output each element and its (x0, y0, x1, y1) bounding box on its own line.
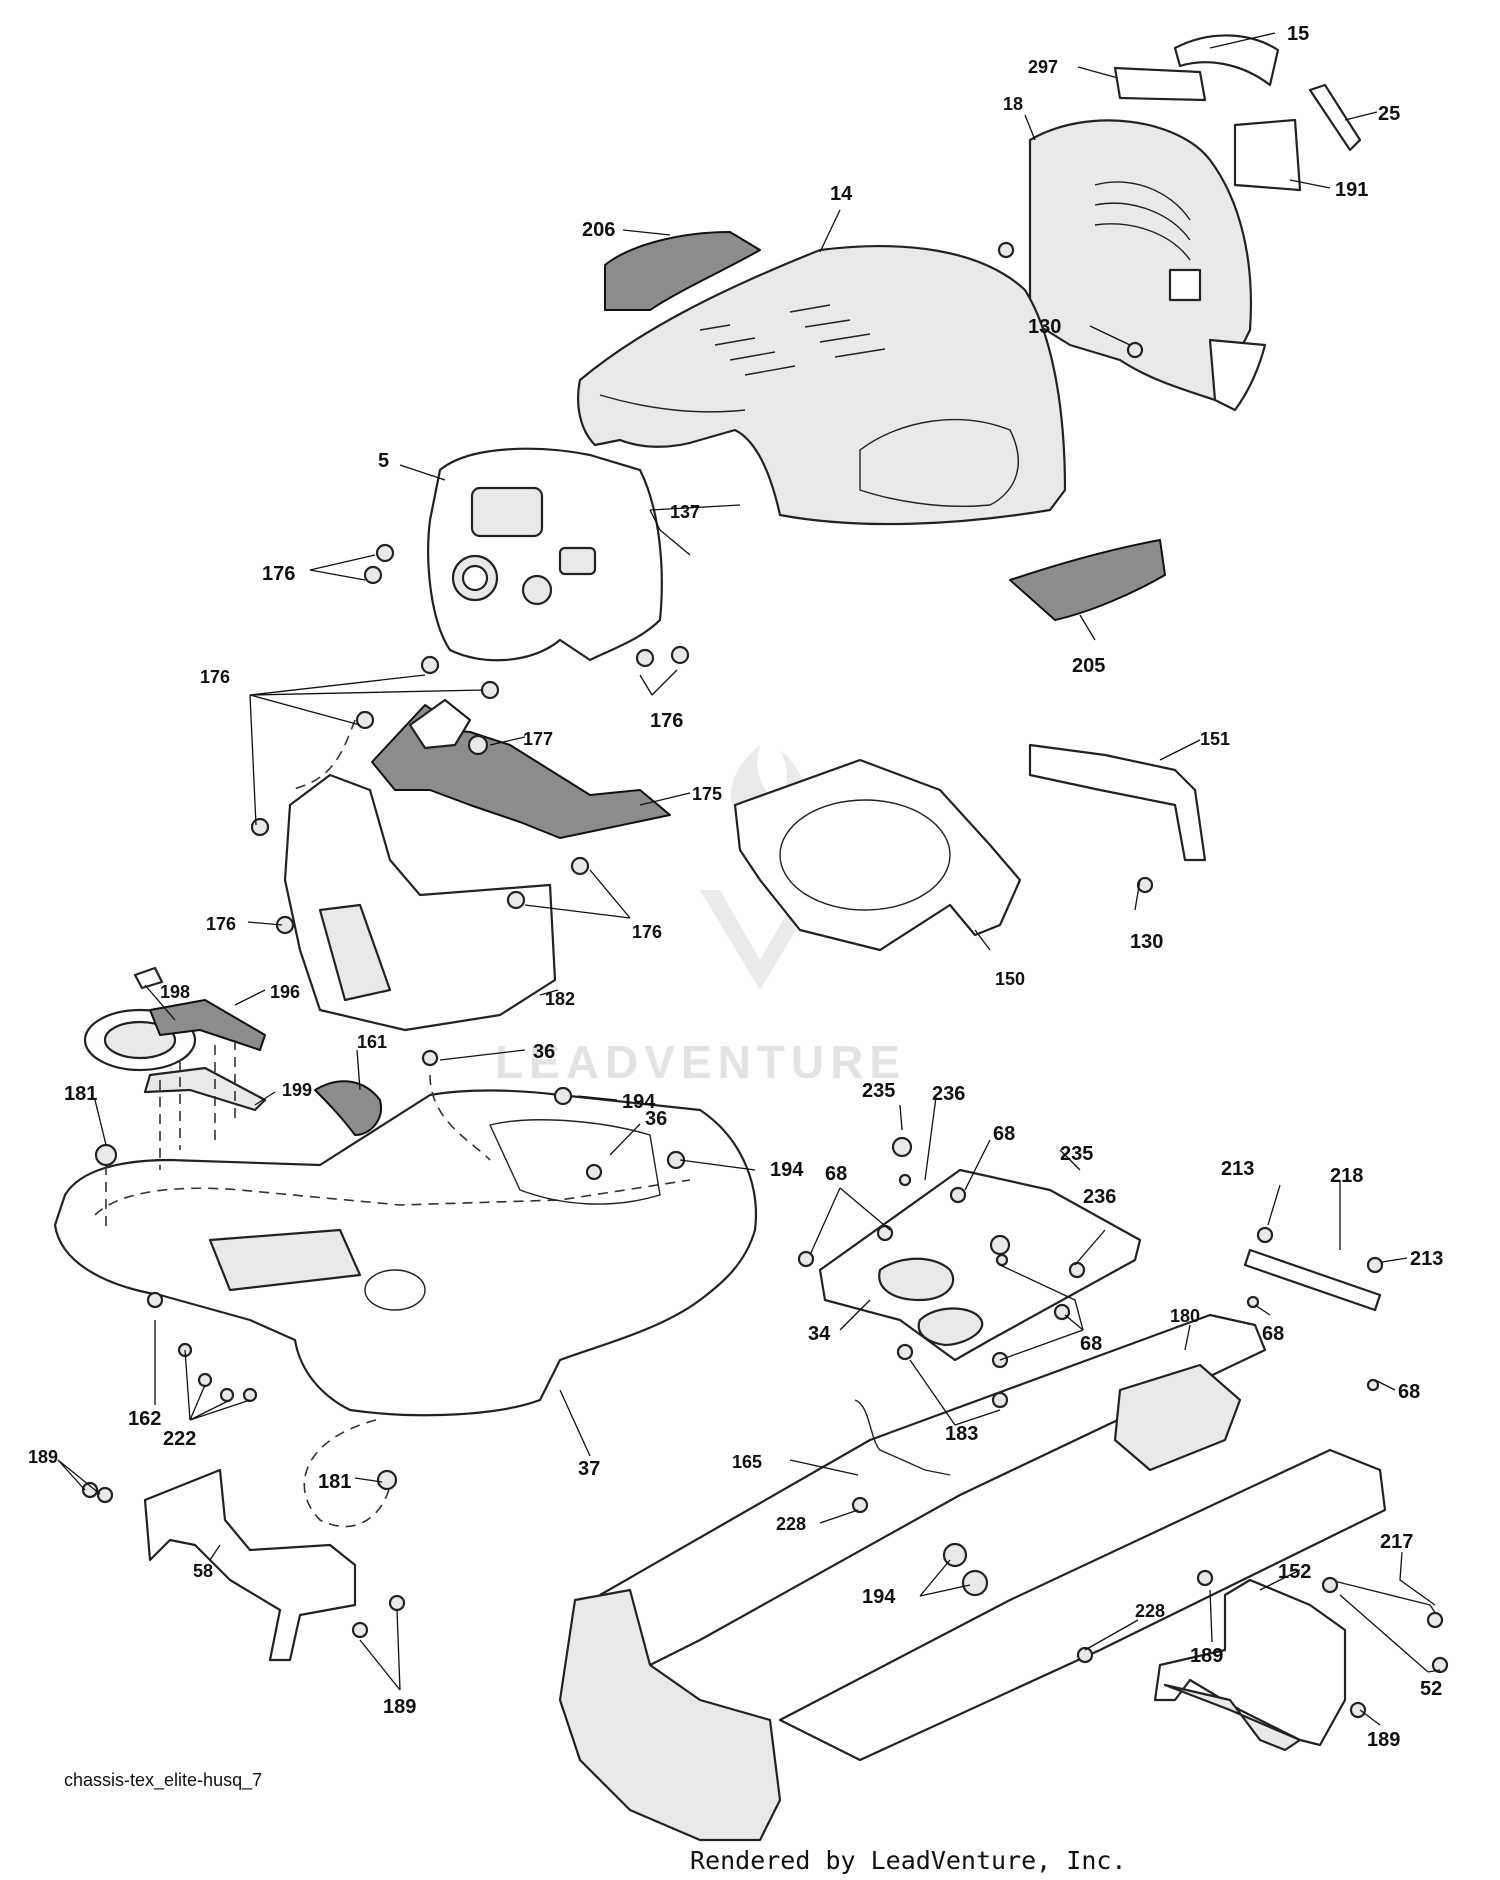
label-5: 5 (378, 450, 389, 472)
label-68b: 68 (825, 1163, 847, 1185)
part-165-rod (854, 1399, 951, 1476)
part-150-tray (733, 758, 1022, 952)
label-205: 205 (1072, 655, 1105, 677)
label-165: 165 (732, 1452, 762, 1472)
label-162: 162 (128, 1408, 161, 1430)
label-235b: 235 (1060, 1143, 1093, 1165)
label-130b: 130 (1130, 931, 1163, 953)
part-198-clip (133, 966, 164, 990)
label-14: 14 (830, 183, 853, 205)
label-176e: 176 (632, 922, 662, 942)
part-206-vent (604, 231, 761, 311)
part-58-bracket (143, 1468, 357, 1662)
dashed-connectors (105, 719, 491, 1528)
label-217: 217 (1380, 1531, 1413, 1553)
label-194a: 194 (622, 1091, 656, 1113)
label-52: 52 (1420, 1678, 1442, 1700)
label-152: 152 (1278, 1561, 1311, 1583)
label-18: 18 (1003, 94, 1023, 114)
label-182: 182 (545, 989, 575, 1009)
label-15: 15 (1287, 23, 1309, 45)
part-151-bracket (1028, 743, 1207, 862)
render-credit: Rendered by LeadVenture, Inc. (690, 1846, 1127, 1875)
label-297: 297 (1028, 57, 1058, 77)
label-218: 218 (1330, 1165, 1363, 1187)
label-181a: 181 (64, 1083, 97, 1105)
part-218-bar (1243, 1248, 1382, 1312)
label-213a: 213 (1221, 1158, 1254, 1180)
label-236a: 236 (932, 1083, 965, 1105)
part-labels: 15 297 25 18 191 206 14 130 5 137 176 20… (28, 23, 1443, 1751)
label-34: 34 (808, 1323, 831, 1345)
diagram-reference-code: chassis-tex_elite-husq_7 (64, 1770, 263, 1790)
label-189b: 189 (1190, 1645, 1223, 1667)
label-222: 222 (163, 1428, 196, 1450)
label-189c: 189 (1367, 1729, 1400, 1751)
label-68a: 68 (993, 1123, 1015, 1145)
label-213b: 213 (1410, 1248, 1443, 1270)
label-235a: 235 (862, 1080, 895, 1102)
label-176a: 176 (262, 563, 295, 585)
label-180: 180 (1170, 1306, 1200, 1326)
label-228a: 228 (776, 1514, 806, 1534)
label-236b: 236 (1083, 1186, 1116, 1208)
label-25: 25 (1378, 103, 1400, 125)
leader-lines (57, 32, 1441, 1726)
part-5-dash-panel (427, 447, 663, 662)
label-68c: 68 (1080, 1333, 1102, 1355)
label-199: 199 (282, 1080, 312, 1100)
label-176d: 176 (206, 914, 236, 934)
label-150: 150 (995, 969, 1025, 989)
part-191-block (1233, 118, 1302, 192)
label-36a: 36 (533, 1041, 555, 1063)
part-175-plate (408, 698, 472, 750)
label-137: 137 (670, 502, 700, 522)
label-194b: 194 (770, 1159, 804, 1181)
label-181b: 181 (318, 1471, 351, 1493)
part-18-grille (1028, 119, 1267, 412)
watermark-text: LEADVENTURE (495, 1036, 906, 1088)
part-161-cup (314, 1080, 382, 1136)
label-130a: 130 (1028, 316, 1061, 338)
part-152-shield (1153, 1578, 1347, 1752)
label-176b: 176 (200, 667, 230, 687)
label-151: 151 (1200, 729, 1230, 749)
label-191: 191 (1335, 179, 1368, 201)
label-161: 161 (357, 1032, 387, 1052)
label-194c: 194 (862, 1586, 896, 1608)
label-198: 198 (160, 982, 190, 1002)
part-196-ring (83, 999, 266, 1072)
hardware-fasteners (81, 241, 1449, 1719)
part-182-housing (283, 773, 557, 1032)
label-177: 177 (523, 729, 553, 749)
label-189a: 189 (28, 1447, 58, 1467)
part-15-trim (1173, 34, 1280, 87)
label-206: 206 (582, 219, 615, 241)
label-196: 196 (270, 982, 300, 1002)
label-37: 37 (578, 1458, 600, 1480)
label-183: 183 (945, 1423, 978, 1445)
label-189d: 189 (383, 1696, 416, 1718)
label-175: 175 (692, 784, 722, 804)
label-58: 58 (193, 1561, 213, 1581)
part-34-plate (818, 1168, 1142, 1362)
part-199-plate (143, 1066, 267, 1112)
part-37-fender (53, 1089, 757, 1417)
part-180-frame (558, 1313, 1387, 1842)
label-228b: 228 (1135, 1601, 1165, 1621)
part-205-vent (1009, 539, 1166, 621)
label-36b: 36 (645, 1108, 667, 1130)
part-25-trim (1308, 83, 1362, 152)
part-297-block (1113, 66, 1207, 102)
part-14-hood (577, 245, 1067, 526)
label-176c: 176 (650, 710, 683, 732)
label-68d: 68 (1262, 1323, 1284, 1345)
label-68e: 68 (1398, 1381, 1420, 1403)
